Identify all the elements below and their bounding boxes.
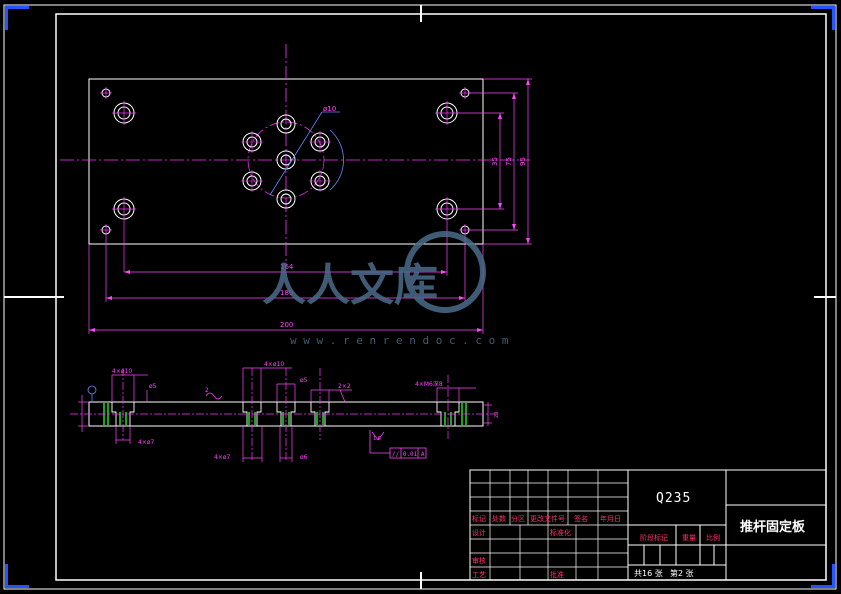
tolerance-text: // 0.01 A (392, 451, 425, 458)
datum-marker (87, 385, 97, 395)
section-counterbores (111, 402, 460, 426)
tb-sheet-total: 共16 张 (634, 569, 663, 578)
tb-sheet-index: 第2 张 (670, 568, 694, 578)
dim-95: 95 (519, 157, 527, 166)
watermark-title: 人人文库 (262, 260, 438, 311)
tb-h-sign: 签名 (574, 514, 588, 523)
tb-h-count: 处数 (492, 514, 506, 523)
tb-design: 设计 (472, 528, 486, 537)
watermark-url: w w w . r e n r e n d o c . c o m (290, 334, 509, 347)
label-tilde-left: 2 (205, 387, 209, 394)
tb-h-zone: 分区 (511, 514, 525, 523)
dim-200: 200 (280, 321, 293, 329)
counterbore-holes (112, 101, 459, 272)
right-dimensions (458, 78, 532, 245)
tb-weight: 重量 (682, 534, 696, 542)
plan-view: ø10 164 180 200 (60, 44, 532, 334)
dim-75: 75 (505, 157, 513, 166)
label-d5-left: ø5 (149, 383, 157, 390)
label-2x2: 2×2 (338, 383, 351, 390)
tb-h-mark: 标记 (472, 514, 486, 523)
tolerance-frame: // 0.01 A (369, 430, 427, 459)
dim-164: 164 (280, 263, 294, 271)
corner-small-holes (100, 87, 471, 236)
tb-h-docno: 更改文件号 (530, 514, 565, 523)
bottom-dim-arrows (89, 270, 483, 332)
tb-material: Q235 (656, 491, 691, 506)
label-thickness-right: 20 (494, 412, 500, 418)
label-4x-d10-mid: 4×ø10 (264, 361, 284, 368)
title-block: 标记 处数 分区 更改文件号 签名 年月日 设计 标准化 审核 工艺 批准 Q2… (469, 469, 827, 581)
tb-process: 工艺 (472, 571, 486, 579)
dim-hole-diameter: ø10 (323, 105, 336, 113)
tb-scale: 比例 (706, 533, 720, 542)
label-d6: ø6 (300, 454, 308, 461)
corner-markers (5, 6, 835, 588)
section-dimensions (78, 367, 492, 462)
inner-border (55, 13, 827, 581)
section-centerlines (70, 368, 500, 460)
label-4x-d7-a: 4×ø7 (138, 439, 155, 446)
dim-180: 180 (280, 289, 293, 297)
tb-review: 审核 (472, 556, 486, 565)
centering-marks (4, 5, 836, 589)
label-4x-d7-b: 4×ø7 (214, 454, 231, 461)
label-4x-d10-left: 4×ø10 (112, 368, 132, 375)
dim-35: 35 (491, 157, 499, 166)
label-d5-mid: ø5 (300, 377, 308, 384)
tb-standard: 标准化 (550, 528, 571, 537)
tb-h-date: 年月日 (600, 514, 621, 523)
tb-part-name: 推杆固定板 (740, 519, 806, 535)
section-view: // 0.01 A 4×ø10 ø5 2 4×ø10 ø5 2×2 4×M6深8… (70, 361, 500, 462)
label-roughness: 1.6 (373, 436, 381, 442)
right-dim-arrows (498, 79, 530, 244)
tb-stage: 阶段标记 (640, 533, 668, 542)
ejector-hole-pattern: ø10 (241, 105, 344, 209)
watermark: 人人文库 w w w . r e n r e n d o c . c o m (262, 231, 509, 347)
label-4x-m6: 4×M6深8 (415, 380, 443, 388)
tb-approve: 批准 (550, 570, 564, 579)
